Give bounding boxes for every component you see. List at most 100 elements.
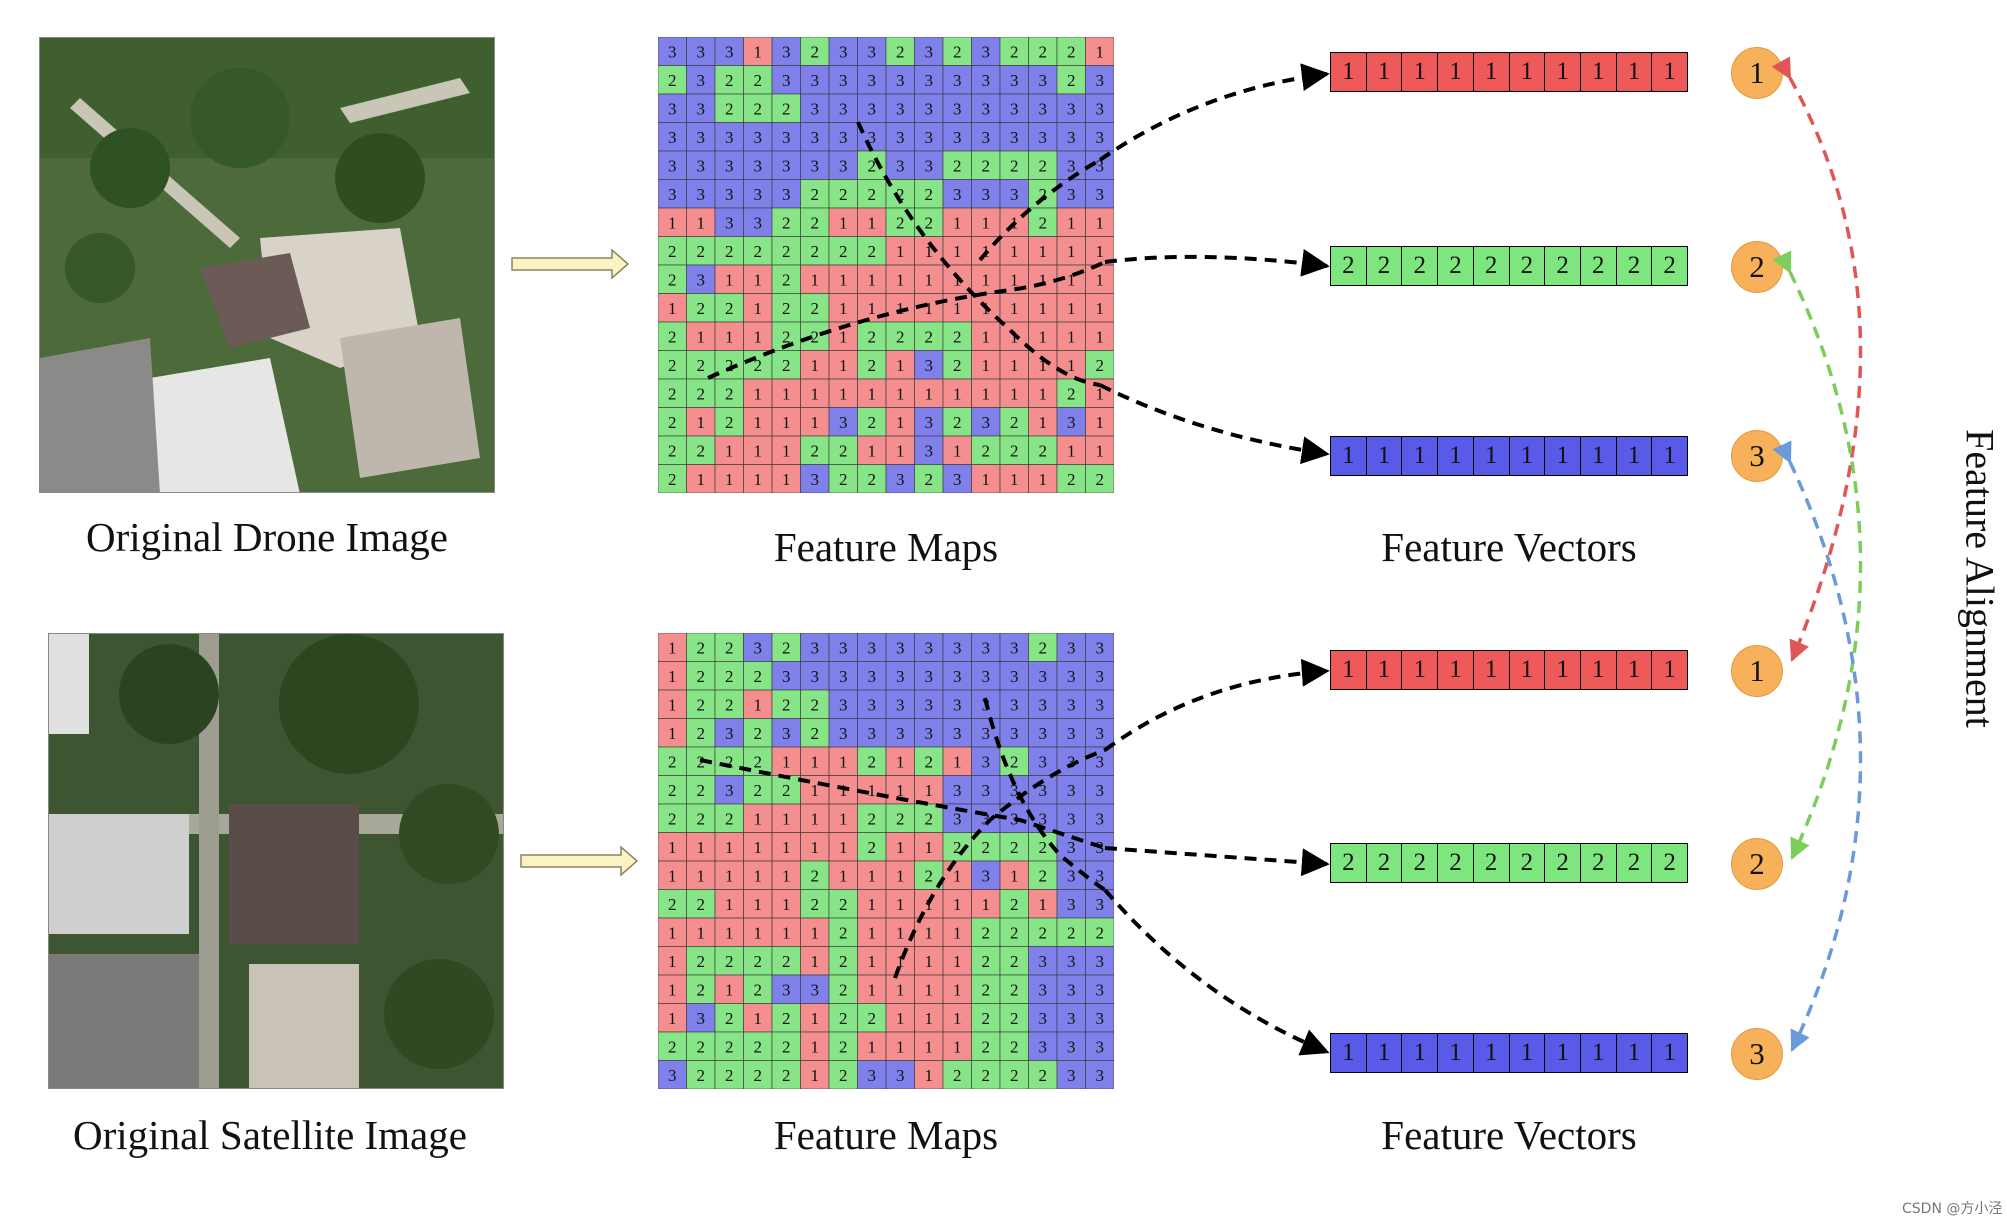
feature-cell-label: 1: [896, 752, 905, 771]
feature-cell-label: 2: [953, 356, 962, 375]
feature-cell-label: 1: [1096, 327, 1105, 346]
feature-cell: [771, 946, 801, 976]
feature-cell: [1056, 974, 1086, 1004]
feature-cell-label: 3: [1067, 781, 1076, 800]
feature-cell-label: 3: [1067, 1037, 1076, 1056]
feature-cell-label: 2: [668, 809, 677, 828]
feature-cell-label: 1: [725, 441, 734, 460]
feature-cell-label: 2: [925, 866, 934, 885]
feature-cell: [828, 464, 858, 493]
feature-cell-label: 2: [697, 638, 706, 657]
feature-cell-label: 3: [725, 724, 734, 743]
feature-cell: [914, 93, 944, 123]
feature-cell: [971, 1003, 1001, 1033]
feature-cell: [914, 661, 944, 691]
feature-cell: [1028, 435, 1058, 465]
feature-cell: [999, 122, 1029, 152]
feature-cell-label: 1: [982, 356, 991, 375]
alignment-arrow-class-2: [1772, 250, 1863, 860]
feature-cell-label: 1: [1096, 42, 1105, 61]
feature-cell-label: 3: [982, 667, 991, 686]
vector-cell: 2: [1331, 247, 1367, 285]
feature-cell: [771, 236, 801, 266]
feature-cell-label: 3: [1096, 980, 1105, 999]
feature-cell: [885, 122, 915, 152]
feature-cell-label: 3: [754, 156, 763, 175]
feature-cell: [999, 974, 1029, 1004]
vector-cell: 2: [1402, 844, 1439, 882]
feature-cell: [771, 37, 801, 66]
feature-cell-label: 1: [1039, 242, 1048, 261]
feature-cell-label: 3: [782, 156, 791, 175]
feature-cell-label: 1: [754, 838, 763, 857]
feature-cell: [1056, 207, 1086, 237]
feature-cell-label: 1: [839, 384, 848, 403]
feature-cell: [857, 974, 887, 1004]
feature-cell-label: 3: [725, 42, 734, 61]
feature-cell: [686, 832, 716, 862]
feature-cell-label: 2: [1010, 838, 1019, 857]
feature-cell-label: 2: [1096, 356, 1105, 375]
feature-cell: [714, 661, 744, 691]
feature-cell: [771, 207, 801, 237]
feature-cell: [857, 236, 887, 266]
feature-cell-label: 3: [839, 413, 848, 432]
feature-cell-label: 3: [1096, 809, 1105, 828]
feature-cell-label: 1: [953, 752, 962, 771]
feature-cell: [857, 1031, 887, 1061]
feature-cell: [828, 1003, 858, 1033]
vector-cell: 2: [1617, 247, 1653, 285]
feature-cell-label: 2: [1010, 413, 1019, 432]
vector-cell: 1: [1581, 53, 1617, 91]
feature-cell: [743, 832, 773, 862]
feature-cell-label: 2: [725, 1066, 734, 1085]
feature-cell: [743, 803, 773, 833]
feature-cell-label: 1: [1010, 299, 1019, 318]
feature-cell-label: 1: [839, 270, 848, 289]
feature-cell-label: 3: [697, 185, 706, 204]
feature-cell-label: 3: [925, 71, 934, 90]
feature-cell-label: 1: [896, 384, 905, 403]
feature-cell-label: 2: [811, 185, 820, 204]
feature-cell: [1056, 1003, 1086, 1033]
feature-cell-label: 1: [1010, 356, 1019, 375]
feature-cell: [743, 150, 773, 180]
feature-cell-label: 1: [754, 327, 763, 346]
vector-cell: 1: [1402, 651, 1439, 689]
feature-cell: [999, 293, 1029, 323]
feature-cell-label: 1: [868, 980, 877, 999]
feature-cell: [1085, 179, 1114, 209]
feature-cell-label: 1: [925, 242, 934, 261]
alignment-arrow-class-3: [1772, 440, 1863, 1052]
feature-cell: [800, 150, 830, 180]
feature-cell: [771, 860, 801, 890]
satellite-feature-map-caption: Feature Maps: [773, 1112, 999, 1158]
feature-cell: [686, 1003, 716, 1033]
feature-cell-label: 2: [782, 99, 791, 118]
feature-cell-label: 3: [925, 156, 934, 175]
feature-cell-label: 3: [1096, 952, 1105, 971]
feature-cell-label: 3: [782, 42, 791, 61]
feature-cell-label: 1: [754, 695, 763, 714]
feature-cell: [942, 746, 972, 776]
feature-cell: [885, 435, 915, 465]
feature-cell: [743, 407, 773, 437]
feature-cell-label: 2: [953, 1066, 962, 1085]
feature-cell-label: 2: [839, 980, 848, 999]
feature-cell-label: 2: [668, 384, 677, 403]
feature-cell-label: 3: [725, 128, 734, 147]
feature-cell-label: 2: [839, 441, 848, 460]
feature-cell: [1085, 464, 1114, 493]
feature-cell-label: 1: [782, 923, 791, 942]
feature-cell: [999, 718, 1029, 748]
feature-cell-label: 1: [896, 1037, 905, 1056]
feature-cell: [857, 93, 887, 123]
feature-cell: [743, 236, 773, 266]
feature-cell-label: 1: [668, 923, 677, 942]
drone-image-caption: Original Drone Image: [85, 514, 449, 560]
feature-cell: [771, 435, 801, 465]
vector-cell: 1: [1617, 1034, 1653, 1072]
feature-cell-label: 1: [868, 384, 877, 403]
feature-cell: [828, 1060, 858, 1089]
